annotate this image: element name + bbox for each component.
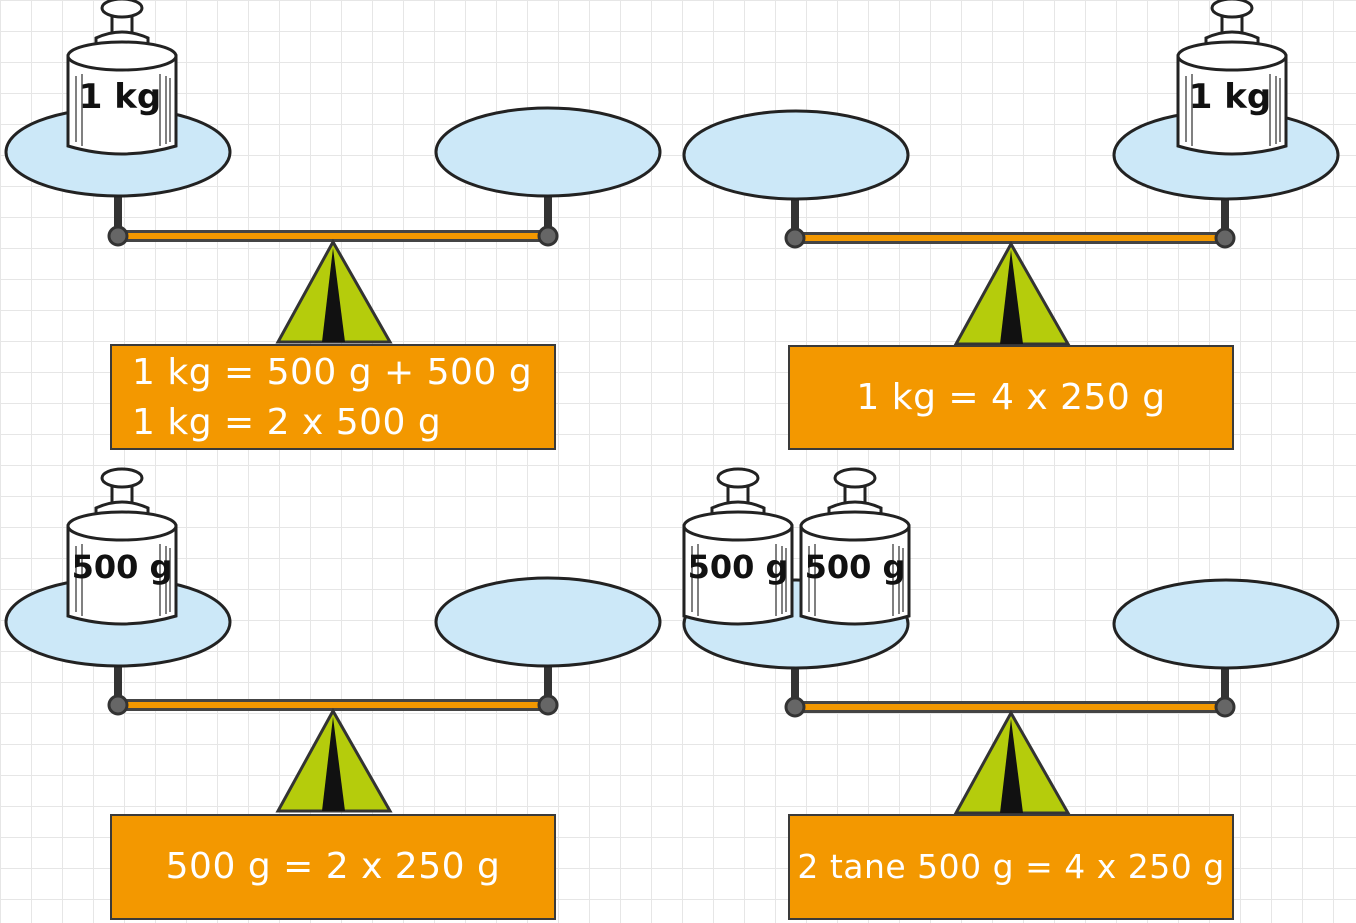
caption-line-1: 1 kg = 500 g + 500 g [132, 352, 533, 393]
caption-bottom-left: 500 g = 2 x 250 g [110, 814, 556, 920]
scale-bottom-right: 500 g 500 g [682, 467, 1340, 815]
weight-500g-second: 500 g [799, 467, 911, 626]
fulcrum-shadow [322, 248, 345, 342]
weight-label: 1 kg [1189, 77, 1271, 117]
caption-top-right: 1 kg = 4 x 250 g [788, 345, 1234, 450]
right-pivot [1214, 696, 1236, 718]
left-pivot [784, 696, 806, 718]
caption-text: 1 kg = 4 x 250 g [856, 376, 1166, 418]
caption-line-2: 1 kg = 2 x 500 g [132, 402, 442, 443]
left-pivot [107, 694, 129, 716]
left-pan [682, 109, 910, 201]
left-pivot [107, 225, 129, 247]
right-pivot [1214, 227, 1236, 249]
fulcrum-shadow [322, 717, 345, 811]
right-pivot [537, 225, 559, 247]
fulcrum-shadow [1000, 719, 1023, 813]
weight-label: 500 g [688, 548, 789, 586]
weight-1kg: 1 kg [1176, 0, 1288, 156]
right-pan [1112, 578, 1340, 670]
scale-top-right: 1 kg [682, 0, 1340, 346]
caption-text: 2 tane 500 g = 4 x 250 g [797, 847, 1225, 886]
weight-label: 500 g [72, 548, 173, 586]
weight-1kg: 1 kg [66, 0, 178, 156]
scale-top-left: 1 kg [4, 0, 662, 344]
caption-text: 500 g = 2 x 250 g [165, 846, 501, 887]
weight-label: 1 kg [79, 77, 161, 117]
scale-bottom-left: 500 g [4, 467, 662, 813]
weight-label: 500 g [805, 548, 906, 586]
right-pan [434, 576, 662, 668]
right-pivot [537, 694, 559, 716]
caption-top-left: 1 kg = 500 g + 500 g 1 kg = 2 x 500 g [110, 344, 556, 450]
weight-500g: 500 g [66, 467, 178, 626]
weight-500g-first: 500 g [682, 467, 794, 626]
right-pan [434, 106, 662, 198]
left-pivot [784, 227, 806, 249]
caption-bottom-right: 2 tane 500 g = 4 x 250 g [788, 814, 1234, 920]
fulcrum-shadow [1000, 250, 1023, 344]
